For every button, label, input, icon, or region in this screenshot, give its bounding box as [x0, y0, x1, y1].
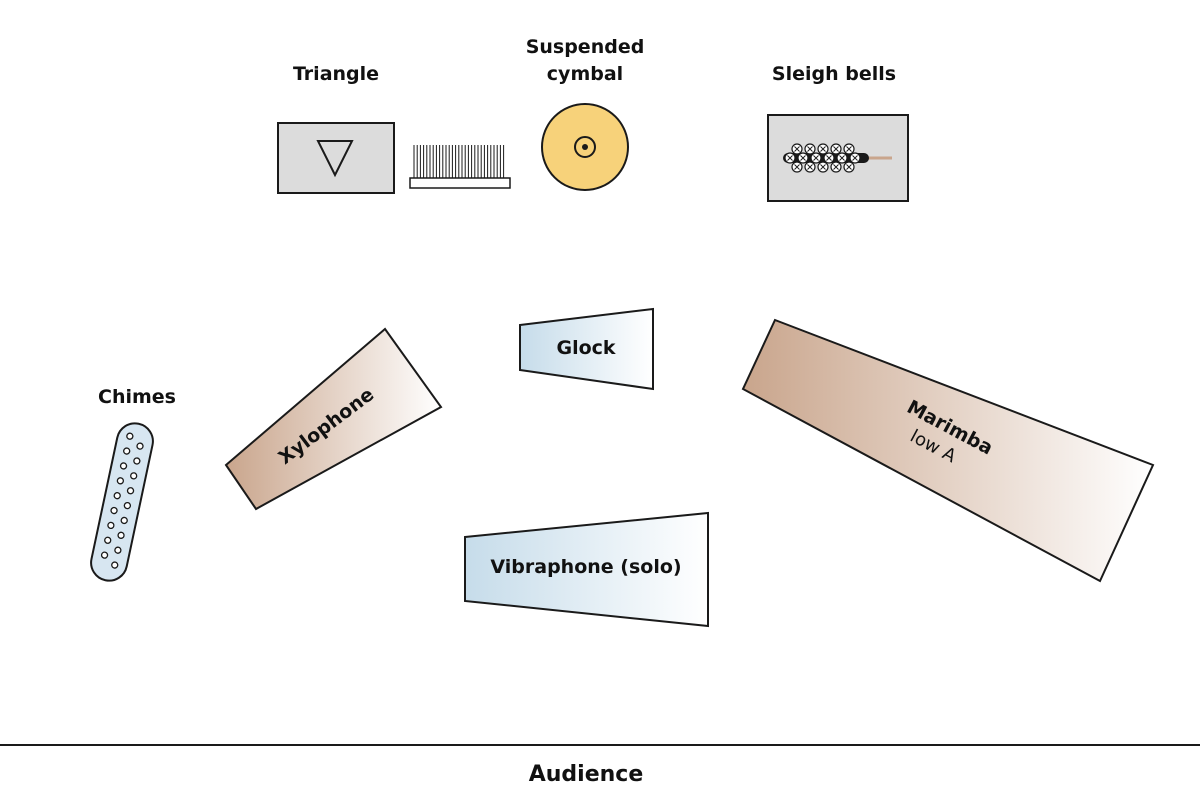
- marimba-frame: [741, 318, 1155, 583]
- chimes-rack: [90, 422, 154, 582]
- sleigh-bell-mark: [852, 155, 858, 161]
- chime-tube: [117, 531, 125, 539]
- chime-tube: [111, 561, 119, 569]
- sleigh-bell-mark: [820, 146, 826, 152]
- vibraphone-frame: [464, 511, 709, 628]
- marimba-station: Marimba low A: [741, 318, 1155, 583]
- cymbal-label-line1: Suspended: [526, 36, 645, 58]
- sleigh-bell-mark: [807, 146, 813, 152]
- chime-tube: [107, 521, 115, 530]
- sleigh-bell-mark: [839, 155, 845, 161]
- chime-tube: [114, 546, 122, 554]
- sleigh-bell-mark: [846, 164, 852, 170]
- xylophone-frame: [224, 327, 443, 511]
- mallet-rack-icon: [409, 145, 511, 189]
- chimes-station: Chimes: [90, 386, 176, 582]
- vibraphone-label: Vibraphone (solo): [490, 556, 681, 578]
- chime-tube: [126, 432, 134, 440]
- chime-tube: [123, 447, 131, 455]
- triangle-label: Triangle: [293, 63, 379, 85]
- chime-tube: [133, 457, 141, 465]
- sleigh-bells-icon: [783, 143, 892, 173]
- sleigh-bell-mark: [820, 164, 826, 170]
- chime-tube: [136, 442, 144, 450]
- chime-tube: [116, 477, 125, 485]
- sleigh-bell-mark: [813, 155, 819, 161]
- cymbal-icon: [541, 103, 629, 191]
- audience-label: Audience: [529, 762, 644, 787]
- vibraphone-station: Vibraphone (solo): [464, 511, 709, 628]
- cymbal-label-line2: cymbal: [547, 63, 623, 85]
- sleigh-bell-mark: [787, 155, 793, 161]
- chime-tube: [113, 492, 121, 500]
- chime-tube: [100, 551, 109, 559]
- sleigh-bell-mark: [833, 164, 839, 170]
- chime-tube: [126, 487, 135, 495]
- sleigh-bell-mark: [794, 164, 800, 170]
- chime-tube: [130, 472, 138, 480]
- glock-station: Glock: [519, 307, 654, 391]
- chime-tube: [104, 536, 112, 544]
- sleigh-bell-mark: [846, 146, 852, 152]
- glock-label: Glock: [556, 337, 615, 359]
- triangle-icon: [316, 140, 354, 178]
- sleigh-bells-station: [767, 114, 909, 202]
- glock-frame: [519, 307, 654, 391]
- chime-tube: [120, 516, 128, 525]
- sleigh-bells-label: Sleigh bells: [772, 63, 896, 85]
- chimes-label: Chimes: [98, 386, 176, 408]
- sleigh-bell-mark: [794, 146, 800, 152]
- sleigh-bell-mark: [800, 155, 806, 161]
- xylophone-station: Xylophone: [224, 327, 443, 511]
- chime-tube: [110, 506, 118, 515]
- sleigh-bell-mark: [807, 164, 813, 170]
- chime-tube: [119, 462, 128, 470]
- triangle-table: [277, 122, 395, 194]
- chime-tube: [123, 501, 132, 510]
- sleigh-bell-mark: [833, 146, 839, 152]
- chimes-icon: [100, 432, 144, 569]
- triangle-station: [277, 122, 395, 194]
- sleigh-bell-mark: [826, 155, 832, 161]
